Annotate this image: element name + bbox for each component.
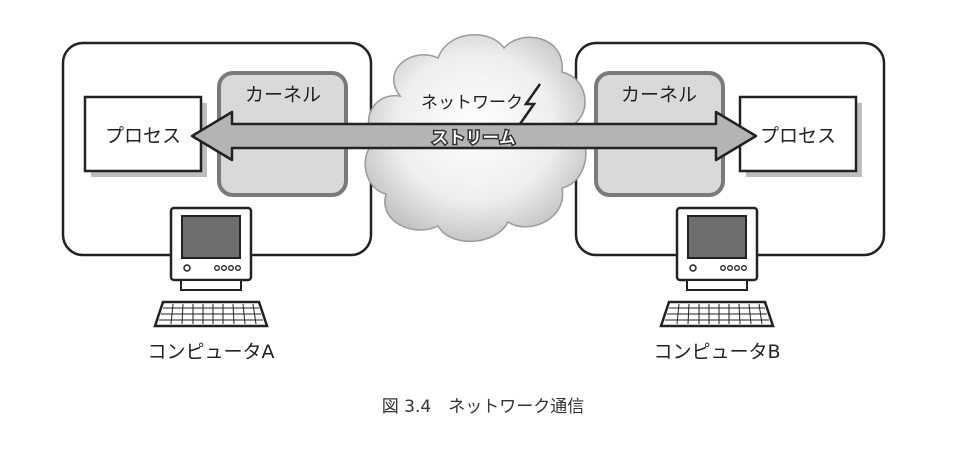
process-label-right: プロセス	[760, 125, 836, 147]
kernel-label-right: カーネル	[621, 84, 697, 106]
stream-arrow	[190, 110, 758, 162]
computer-b-icon	[659, 206, 775, 328]
network-lightning-icon	[518, 83, 542, 125]
computer-b-label: コンピュータB	[653, 341, 780, 363]
computer-a-label: コンピュータA	[148, 341, 275, 363]
process-label-left: プロセス	[105, 125, 181, 147]
process-box-left	[83, 95, 203, 173]
kernel-label-left: カーネル	[245, 84, 321, 106]
stream-label: ストリーム	[432, 128, 517, 147]
network-label: ネットワーク	[421, 93, 523, 113]
computer-a-icon	[153, 206, 269, 328]
process-box-right	[738, 95, 858, 173]
figure-caption: 図 3.4 ネットワーク通信	[382, 397, 584, 417]
